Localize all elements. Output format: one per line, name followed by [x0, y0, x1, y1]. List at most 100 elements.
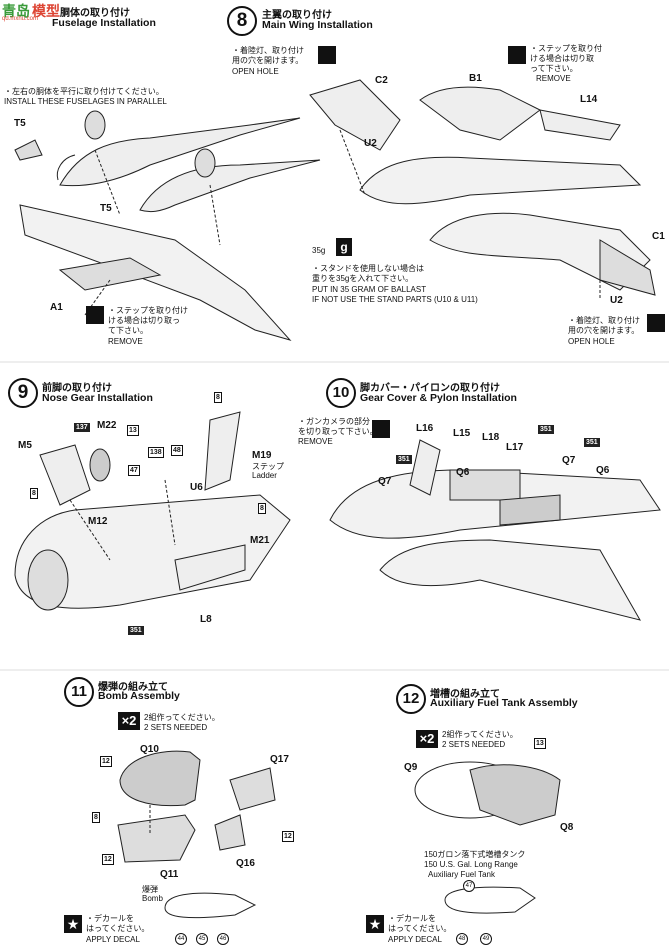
cut-note-en: REMOVE: [298, 437, 333, 446]
star-decal-icon: ★: [366, 915, 384, 933]
color-code: 13: [127, 425, 139, 436]
color-code: 47: [128, 465, 140, 476]
ballast-weight: 35g: [312, 246, 326, 255]
decal-number: 47: [463, 880, 475, 892]
part-b1: B1: [469, 73, 482, 84]
part-q7: Q7: [378, 476, 392, 487]
tank-label-en: 150 U.S. Gal. Long Range: [424, 860, 518, 869]
remove-note-en: REMOVE: [536, 74, 571, 83]
part-q17: Q17: [270, 754, 289, 765]
ladder-label-en: Ladder: [252, 471, 277, 480]
part-l16: L16: [416, 423, 434, 434]
cut-note-jp: ・ガンカメラの部分: [298, 417, 370, 426]
decal-note-jp: はってください。: [388, 924, 452, 933]
open-hole-note-jp: ・着陸灯、取り付け: [568, 316, 640, 325]
part-q10: Q10: [140, 744, 159, 755]
part-q6: Q6: [456, 467, 470, 478]
part-t5: T5: [100, 203, 112, 214]
part-l8: L8: [200, 614, 212, 625]
open-hole-note-jp: ・着陸灯、取り付け: [232, 46, 304, 55]
remove-note-en: REMOVE: [108, 337, 143, 346]
part-m5: M5: [18, 440, 32, 451]
step9-title-jp: 前脚の取り付け: [42, 383, 112, 394]
part-u2: U2: [364, 138, 377, 149]
part-q6: Q6: [596, 465, 610, 476]
color-code: 351: [538, 425, 554, 434]
remove-note-jp: ・ステップを取り付け: [108, 306, 188, 315]
part-c2: C2: [375, 75, 388, 86]
open-hole-note-jp: 用の穴を開けます。: [232, 56, 304, 65]
color-code: 351: [396, 455, 412, 464]
sets-note-jp: 2組作ってください。: [144, 713, 220, 722]
cut-note-jp: を切り取って下さい。: [298, 427, 378, 436]
step-number: 12: [396, 684, 426, 714]
sets-note-en: 2 SETS NEEDED: [442, 740, 506, 749]
step10-title-en: Gear Cover & Pylon Installation: [360, 392, 517, 404]
decal-number: 49: [480, 933, 492, 945]
cut-icon: [372, 420, 390, 438]
part-q16: Q16: [236, 858, 255, 869]
part-u2: U2: [610, 295, 623, 306]
remove-note-jp: ける場合は切り取っ: [108, 316, 180, 325]
color-code: 351: [584, 438, 600, 447]
part-q7: Q7: [562, 455, 576, 466]
ballast-note-jp: 重りを35gを入れて下さい。: [312, 274, 414, 283]
watermark-logo: 青岛 模型 qd.mxhu.com: [0, 0, 72, 22]
decal-note-jp: ・デカールを: [86, 914, 134, 923]
part-l14: L14: [580, 94, 598, 105]
decal-note-en: APPLY DECAL: [86, 935, 140, 944]
step10-title-jp: 脚カバー・パイロンの取り付け: [360, 383, 500, 394]
part-m22: M22: [97, 420, 117, 431]
step-number: 10: [326, 378, 356, 408]
ballast-note-jp: ・スタンドを使用しない場合は: [312, 264, 424, 273]
part-a1: A1: [50, 302, 63, 313]
open-hole-note-en: OPEN HOLE: [232, 67, 279, 76]
part-q8: Q8: [560, 822, 574, 833]
step11-title-jp: 爆弾の組み立て: [98, 682, 168, 693]
watermark-text-2: 模型: [32, 3, 60, 19]
step12-title-en: Auxiliary Fuel Tank Assembly: [430, 697, 578, 709]
remove-note-jp: て下さい。: [108, 326, 148, 335]
part-q9: Q9: [404, 762, 418, 773]
step7-note-jp: ・左右の胴体を平行に取り付けてください。: [4, 87, 164, 96]
bomb-label-jp: 爆弾: [142, 885, 158, 894]
cut-icon: [508, 46, 526, 64]
ballast-note-en: IF NOT USE THE STAND PARTS (U10 & U11): [312, 295, 478, 304]
step7-title-jp: 胴体の取り付け: [60, 8, 130, 19]
part-m21: M21: [250, 535, 270, 546]
decal-note-jp: ・デカールを: [388, 914, 436, 923]
star-decal-icon: ★: [64, 915, 82, 933]
color-code: 48: [171, 445, 183, 456]
part-l18: L18: [482, 432, 500, 443]
part-m19: M19: [252, 450, 272, 461]
step9-title-en: Nose Gear Installation: [42, 392, 153, 404]
color-code: 12: [282, 831, 294, 842]
drill-icon: [647, 314, 665, 332]
bomb-label-en: Bomb: [142, 894, 163, 903]
watermark-text: 青岛: [2, 3, 30, 19]
color-code: 8: [30, 488, 38, 499]
step7-note-en: INSTALL THESE FUSELAGES IN PARALLEL: [4, 97, 167, 106]
part-u6: U6: [190, 482, 203, 493]
remove-note-jp: ける場合は切り取: [530, 54, 594, 63]
color-code: 12: [100, 756, 112, 767]
watermark-url: qd.mxhu.com: [2, 16, 39, 22]
decal-number: 45: [196, 933, 208, 945]
tank-label-en: Auxiliary Fuel Tank: [428, 870, 495, 879]
drill-icon: [318, 46, 336, 64]
decal-number: 46: [217, 933, 229, 945]
ladder-label-jp: ステップ: [252, 462, 284, 471]
remove-note-jp: ・ステップを取り付: [530, 44, 602, 53]
open-hole-note-jp: 用の穴を開けます。: [568, 326, 640, 335]
color-code: 138: [148, 447, 164, 458]
step-number: 8: [227, 6, 257, 36]
step7-title-en: Fuselage Installation: [52, 17, 156, 29]
step8-title-en: Main Wing Installation: [262, 19, 373, 31]
step8-title-jp: 主翼の取り付け: [262, 10, 332, 21]
sets-note-jp: 2組作ってください。: [442, 730, 518, 739]
decal-number: 48: [456, 933, 468, 945]
quantity-badge: ×2: [118, 712, 140, 730]
part-l15: L15: [453, 428, 471, 439]
color-code: 12: [102, 854, 114, 865]
